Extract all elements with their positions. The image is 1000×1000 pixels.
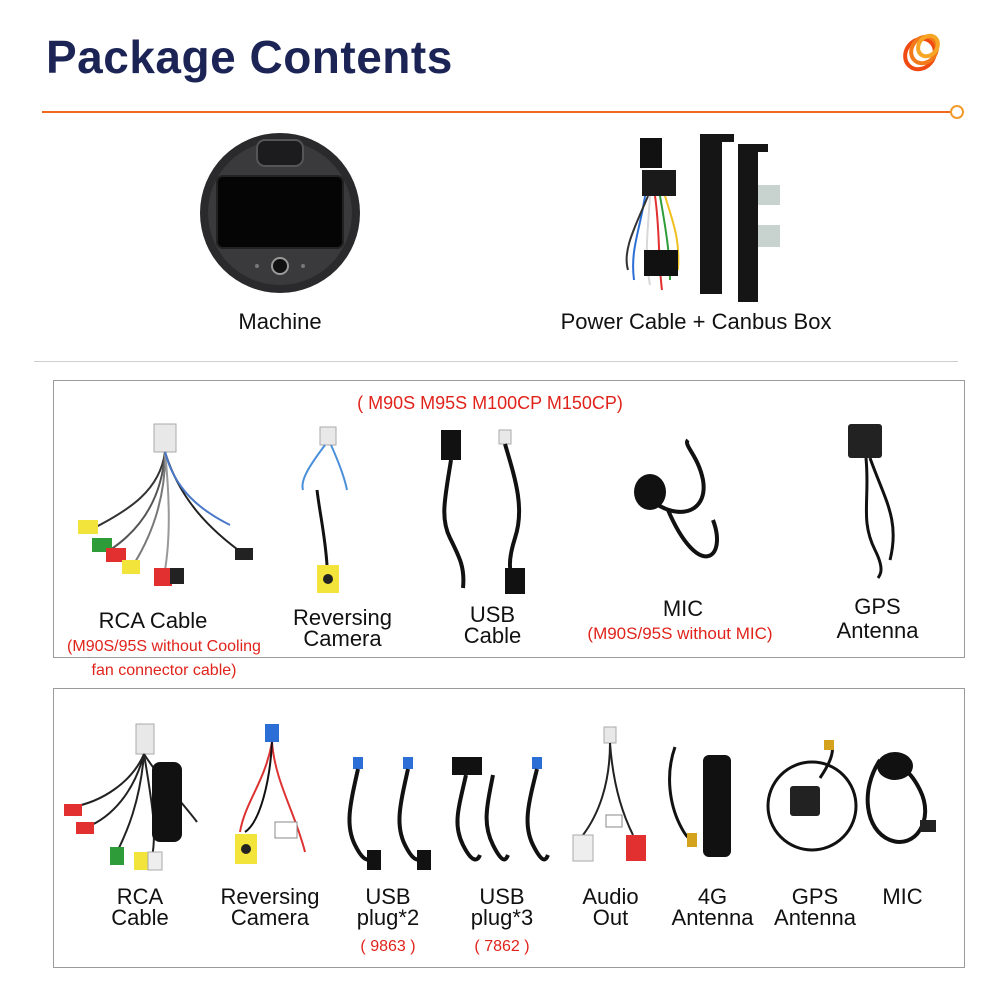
- usb-plug-3-note: ( 7862 ): [474, 938, 530, 955]
- gps-antenna-2-image: [766, 740, 858, 852]
- usb-cable-label-1: USB: [469, 602, 516, 627]
- reversing-camera-label-2: Camera: [303, 626, 382, 651]
- power-cable-label: Power Cable + Canbus Box: [560, 309, 832, 334]
- gps-antenna-label-2: Antenna: [836, 618, 919, 643]
- section-2-box: [53, 688, 965, 968]
- rca-cable-note-1: (M90S/95S without Cooling: [67, 638, 261, 655]
- rca-cable-label: RCA Cable: [98, 608, 208, 633]
- page-title: Package Contents: [46, 31, 453, 83]
- section-divider: [34, 361, 958, 362]
- rca-cable-2-label-2: Cable: [111, 905, 169, 930]
- mic-2-image: [865, 752, 936, 844]
- gps-antenna-label-1: GPS: [854, 594, 901, 619]
- power-cable-canbus-image: [625, 134, 780, 302]
- 4g-antenna-label-2: Antenna: [671, 905, 754, 930]
- reversing-camera-image: [301, 426, 348, 593]
- mic-2-label: MIC: [882, 884, 923, 909]
- machine-label: Machine: [238, 309, 322, 334]
- reversing-camera-2-label-2: Camera: [230, 905, 310, 930]
- rca-cable-2-image: [64, 723, 198, 871]
- usb-plug-2-label-2: plug*2: [356, 905, 420, 930]
- gps-antenna-2-label-2: Antenna: [774, 905, 856, 930]
- section-1-models: ( M90S M95S M100CP M150CP): [357, 393, 623, 413]
- gps-antenna-2-label-1: GPS: [791, 884, 839, 909]
- brand-logo-icon: [903, 33, 940, 72]
- usb-plug-2-image: [347, 757, 431, 870]
- usb-plug-3-image: [452, 757, 550, 862]
- mic-label: MIC: [662, 596, 704, 621]
- usb-plug-2-label-1: USB: [365, 884, 411, 909]
- rca-cable-note-2: fan connector cable): [91, 662, 237, 679]
- usb-plug-3-label-1: USB: [479, 884, 525, 909]
- audio-out-label-1: Audio: [582, 884, 639, 909]
- reversing-camera-2-image: [235, 724, 306, 864]
- usb-cable-image: [441, 429, 525, 594]
- usb-plug-2-note: ( 9863 ): [360, 938, 416, 955]
- section-1-box: [53, 380, 965, 658]
- reversing-camera-label-1: Reversing: [292, 605, 393, 630]
- title-underline: [42, 111, 954, 113]
- usb-plug-3-label-2: plug*3: [470, 905, 534, 930]
- audio-out-image: [572, 726, 646, 862]
- gps-antenna-image: [848, 424, 895, 579]
- title-underline-dot: [950, 105, 964, 119]
- rca-cable-2-label-1: RCA: [116, 884, 164, 909]
- machine-image: [200, 133, 360, 293]
- rca-cable-image: [78, 423, 253, 586]
- 4g-antenna-label-1: 4G: [697, 884, 728, 909]
- mic-note: (M90S/95S without MIC): [587, 624, 773, 643]
- mic-image: [634, 438, 719, 559]
- 4g-antenna-image: [668, 746, 731, 857]
- reversing-camera-2-label-1: Reversing: [220, 884, 320, 909]
- usb-cable-label-2: Cable: [463, 623, 522, 648]
- audio-out-label-2: Out: [592, 905, 629, 930]
